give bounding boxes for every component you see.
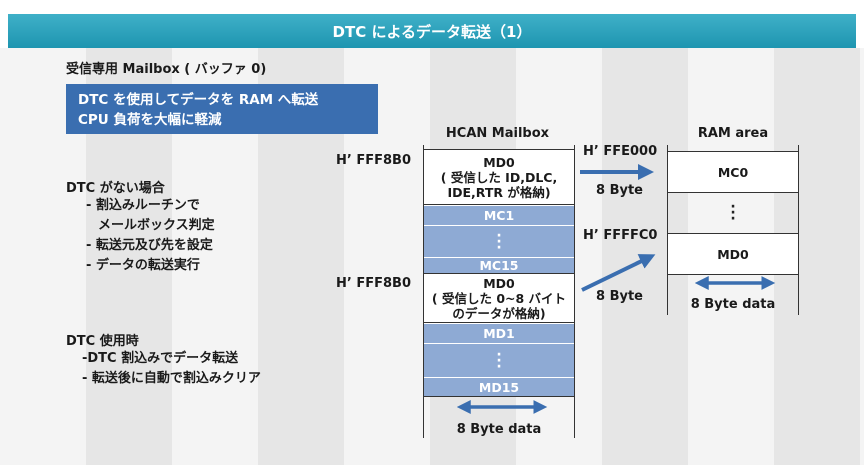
- hcan-md1: MD1: [424, 323, 574, 343]
- hcan-md-gap: ···: [424, 343, 574, 377]
- hcan-width-label: 8 Byte data: [423, 422, 575, 437]
- subtitle: 受信専用 Mailbox ( バッファ 0): [66, 62, 267, 77]
- dtc-use-list: -DTC 割込みでデータ転送 - 転送後に自動で割込みクリア: [82, 349, 261, 389]
- hcan-address-1: H’ FFF8B0: [336, 153, 411, 168]
- transfer-label-2: 8 Byte: [596, 289, 643, 304]
- hcan-mc-gap: ···: [424, 225, 574, 257]
- transfer-arrow-2: [581, 254, 656, 292]
- cell-label: MD0: [483, 275, 515, 291]
- transfer-label-1: 8 Byte: [596, 183, 643, 198]
- highlight-line-2: CPU 負荷を大幅に軽減: [78, 112, 222, 128]
- hcan-mc15: MC15: [424, 257, 574, 273]
- highlight-line-1: DTC を使用してデータを RAM へ転送: [78, 92, 319, 108]
- no-dtc-item: - データの転送実行: [86, 258, 200, 273]
- hcan-width-text: 8 Byte data: [456, 422, 542, 437]
- no-dtc-item: メールボックス判定: [98, 218, 215, 233]
- ram-gap: ···: [730, 199, 736, 227]
- ram-width-label: 8 Byte data: [667, 297, 799, 312]
- no-dtc-item: - 割込みルーチンで: [86, 198, 200, 213]
- ram-address-2: H’ FFFFC0: [583, 228, 658, 243]
- cell-note: IDE,RTR が格納): [447, 184, 551, 200]
- dtc-use-item: -DTC 割込みでデータ転送: [82, 351, 239, 366]
- cell-note: のデータが格納): [452, 305, 546, 321]
- no-dtc-list: - 割込みルーチンで メールボックス判定 - 転送元及び先を設定 - データの転…: [86, 196, 215, 276]
- hcan-header: HCAN Mailbox: [420, 126, 575, 141]
- ram-width-text: 8 Byte data: [690, 297, 776, 312]
- cell-note: ( 受信した ID,DLC,: [440, 169, 558, 185]
- ram-header: RAM area: [667, 126, 799, 141]
- ram-address-1: H’ FFE000: [583, 144, 658, 159]
- hcan-mc1: MC1: [424, 205, 574, 225]
- cell-label: MD0: [483, 154, 515, 170]
- hcan-md15: MD15: [424, 377, 574, 397]
- hcan-address-2: H’ FFF8B0: [336, 276, 411, 291]
- ram-md0: MD0: [668, 233, 798, 275]
- highlight-box: DTC を使用してデータを RAM へ転送 CPU 負荷を大幅に軽減: [66, 84, 378, 134]
- hcan-mailbox: MD0 ( 受信した ID,DLC, IDE,RTR が格納) MC1 ··· …: [423, 145, 575, 438]
- hcan-header-text: HCAN Mailbox: [445, 126, 550, 141]
- dtc-use-heading: DTC 使用時: [66, 334, 139, 349]
- hcan-md0-control: MD0 ( 受信した ID,DLC, IDE,RTR が格納): [424, 149, 574, 205]
- ram-header-text: RAM area: [697, 126, 769, 141]
- cell-note: ( 受信した 0~8 バイト: [431, 290, 567, 306]
- page-title: DTC によるデータ転送（1）: [8, 14, 856, 48]
- ram-mc0: MC0: [668, 151, 798, 193]
- no-dtc-heading: DTC がない場合: [66, 181, 165, 196]
- dtc-use-item: - 転送後に自動で割込みクリア: [82, 371, 261, 386]
- ram-area: MC0 ··· MD0: [667, 145, 799, 315]
- hcan-md0-data: MD0 ( 受信した 0~8 バイト のデータが格納): [424, 273, 574, 323]
- no-dtc-item: - 転送元及び先を設定: [86, 238, 213, 253]
- title-text: DTC によるデータ転送（1）: [332, 22, 532, 41]
